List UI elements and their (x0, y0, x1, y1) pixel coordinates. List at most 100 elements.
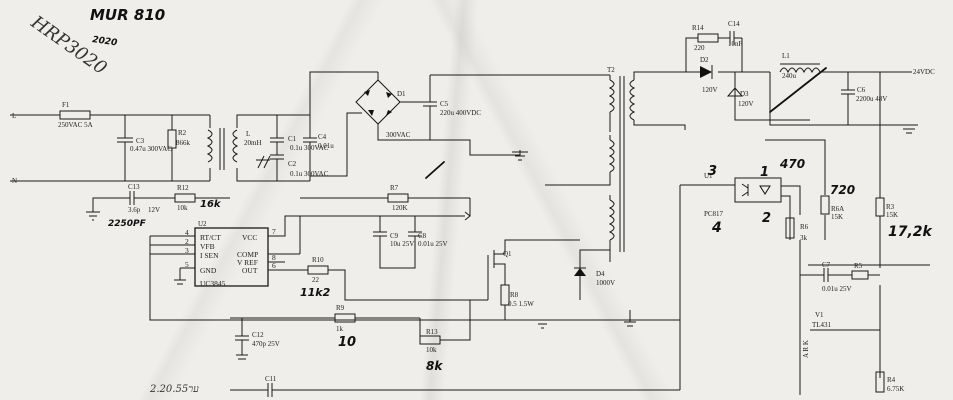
handwritten-pin-3: 3 (708, 164, 717, 179)
handwritten-r12: 16k (200, 199, 222, 210)
c5-value: 220u 400VDC (440, 109, 481, 117)
handwritten-r13: 8k (426, 359, 443, 373)
opto-transistor (741, 183, 749, 197)
resistor-r7 (387, 193, 409, 203)
r4-label: R4 (887, 376, 896, 384)
resistor-r6a (820, 195, 830, 215)
c14-label: C14 (728, 20, 740, 28)
bridge-output-wires (377, 72, 430, 141)
r6-label: R6 (800, 223, 809, 231)
handwritten-720: 720 (830, 183, 855, 197)
t2-core (619, 76, 625, 252)
c3-value: 0.47u 300VAC (130, 145, 172, 153)
choke-coil-right (232, 129, 239, 163)
c9-label: C9 (390, 232, 399, 240)
ground-primary (512, 151, 528, 161)
ic-pin-vfb: VFB (200, 242, 215, 251)
ground-secondary (900, 124, 918, 134)
startup-diode (464, 198, 471, 221)
v12-label: 12V (148, 206, 160, 214)
pin-num-4: 4 (185, 228, 189, 237)
ic-pin-comp: COMP (237, 250, 258, 259)
inductor-l1 (779, 67, 821, 74)
tl431-pins: A R K (802, 340, 810, 358)
handwritten-pin-2: 2 (762, 211, 771, 226)
r3-label: R3 (886, 203, 895, 211)
capacitor-c4 (303, 115, 317, 181)
capacitor-c14 (729, 31, 742, 45)
ic-right-pins (268, 215, 465, 271)
c1-value: 0.1u 300VAC (290, 144, 329, 152)
pin-num-5: 5 (185, 260, 189, 269)
c6-label: C6 (857, 86, 866, 94)
capacitors-c9-c8 (373, 216, 422, 269)
pc817-label: PC817 (704, 210, 724, 218)
d4-value: 1000V (596, 279, 615, 287)
c12-value: 470p 25V (252, 340, 280, 348)
c12-label: C12 (252, 331, 264, 339)
r13-label: R13 (426, 328, 438, 336)
resistor-r9 (334, 313, 356, 323)
c3-label: C3 (136, 137, 145, 145)
pin-num-2: 2 (185, 237, 189, 246)
r9-label: R9 (336, 304, 345, 312)
c9-value: 10u 25V (390, 240, 414, 248)
r7-value: 120K (392, 204, 408, 212)
t2-label: T2 (607, 66, 615, 74)
ic-pin-isen: I SEN (200, 251, 219, 260)
capacitor-c6 (841, 72, 855, 125)
choke-wire-right (236, 114, 310, 182)
feedback-wires (765, 139, 930, 266)
bridge-diodes (364, 90, 392, 116)
capacitor-c12 (235, 318, 249, 360)
choke-core (219, 128, 225, 170)
output-voltage-label: 24VDC (913, 68, 935, 76)
c8-label: C8 (418, 232, 427, 240)
r12-value: 10k (177, 204, 188, 212)
t2-secondary (629, 79, 636, 121)
r12-label: R12 (177, 184, 189, 192)
diode-d3 (726, 72, 810, 121)
l1-label: L1 (782, 52, 790, 60)
r6a-label: R6A (831, 205, 844, 213)
handwritten-note-mur810: MUR 810 (90, 6, 165, 24)
r10-value: 22 (312, 276, 320, 284)
line-label: L (12, 112, 16, 120)
f1-value: 250VAC 5A (58, 121, 93, 129)
pin-num-7: 7 (272, 227, 276, 236)
u1-label: U1 (704, 172, 713, 180)
ic-left-pins (150, 235, 195, 285)
r5-label: R5 (854, 262, 863, 270)
resistor-r12 (174, 193, 196, 203)
t2-primary-wires (579, 120, 611, 268)
resistor-r2 (167, 129, 177, 149)
tl431-wires (799, 240, 880, 395)
ic-name: UC3845 (200, 279, 226, 288)
resistor-r5 (851, 270, 869, 280)
c2-label: C2 (288, 160, 297, 168)
c13-label: C13 (128, 183, 140, 191)
d3-label: D3 (740, 90, 749, 98)
r4-value: 6.75K (887, 385, 904, 393)
ground-t2 (624, 310, 636, 327)
opto-led (759, 185, 771, 195)
r10-wire (285, 269, 488, 301)
q1-label: Q1 (503, 250, 512, 258)
d2-label: D2 (700, 56, 709, 64)
bridge-rectifier-d1 (355, 79, 401, 125)
handwritten-r3-note: 17,2k (888, 224, 934, 240)
r8-value: 0.5 1.5W (508, 300, 534, 308)
d2-value: 120V (702, 86, 718, 94)
handwritten-r9: 10 (338, 335, 356, 350)
fuse-f1 (59, 110, 91, 120)
c7-label: C7 (822, 261, 831, 269)
diode-d4 (574, 268, 586, 276)
capacitors-c1-c2 (270, 115, 284, 181)
t2-primary-2 (608, 195, 615, 250)
r6-value: 3k (800, 234, 808, 242)
d3-value: 120V (738, 100, 754, 108)
r14-label: R14 (692, 24, 704, 32)
resistor-r13 (419, 335, 441, 345)
capacitor-c7 (800, 268, 880, 282)
